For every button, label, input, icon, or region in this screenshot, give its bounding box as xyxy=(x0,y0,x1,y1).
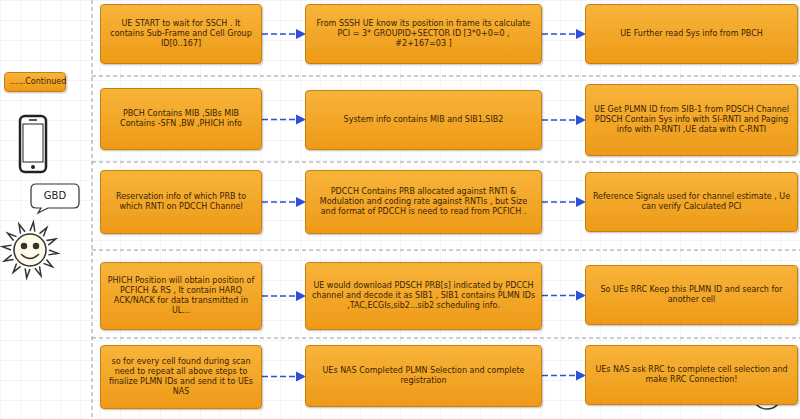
box-text: PHICH Position will obtain position of P… xyxy=(101,276,261,316)
flow-arrow xyxy=(542,201,585,203)
box-text: so for every cell found during scan need… xyxy=(101,357,261,397)
sun-ray xyxy=(19,224,25,233)
flow-arrow xyxy=(262,201,305,203)
box-text: UE START to wait for SSCH . It contains … xyxy=(101,19,261,49)
flow-arrow xyxy=(542,33,585,35)
process-box: PBCH Contains MIB ,SIBs MIB Contains -SF… xyxy=(100,88,262,150)
process-box: Reference Signals used for channel estim… xyxy=(585,172,798,232)
process-box: UEs NAS Completed PLMN Selection and com… xyxy=(305,345,542,407)
box-text: From SSSH UE know its position in frame … xyxy=(306,19,541,49)
process-box: UE Further read Sys info from PBCH xyxy=(585,4,798,64)
sun-ray xyxy=(2,245,11,250)
process-box: UE Get PLMN ID from SIB-1 from PDSCH Cha… xyxy=(585,84,798,156)
process-box: Reservation info of which PRB to which R… xyxy=(100,170,262,234)
sun-ray xyxy=(30,222,35,231)
process-box: UE START to wait for SSCH . It contains … xyxy=(100,4,262,64)
process-box: From SSSH UE know its position in frame … xyxy=(305,4,542,64)
process-box: System info contains MIB and SIB1,SIB2 xyxy=(305,90,542,150)
phone-icon xyxy=(20,116,46,172)
sun-ray xyxy=(40,228,47,237)
process-box: UEs NAS ask RRC to complete cell selecti… xyxy=(585,345,798,405)
box-text: PBCH Contains MIB ,SIBs MIB Contains -SF… xyxy=(101,109,261,129)
process-box: so for every cell found during scan need… xyxy=(100,345,262,409)
sun-ray xyxy=(8,233,17,240)
box-text: Reservation info of which PRB to which R… xyxy=(101,192,261,212)
process-box: UE would download PDSCH PRB[s] indicated… xyxy=(305,262,542,330)
box-text: So UEs RRC Keep this PLMN ID and search … xyxy=(586,285,797,305)
flow-arrow xyxy=(262,33,305,35)
flow-arrow xyxy=(542,375,585,377)
flow-arrow xyxy=(542,295,585,297)
box-text: UE Get PLMN ID from SIB-1 from PDSCH Cha… xyxy=(586,105,797,135)
sun-ray xyxy=(4,255,13,261)
box-text: ......Continued xyxy=(5,77,65,87)
process-box: PDCCH Contains PRB allocated against RNT… xyxy=(305,170,542,234)
flow-arrow xyxy=(262,119,305,121)
sun-ray xyxy=(13,263,20,272)
box-text: PDCCH Contains PRB allocated against RNT… xyxy=(306,187,541,217)
flow-arrow xyxy=(542,119,585,121)
sun-ray xyxy=(46,239,55,245)
box-text: UE would download PDSCH PRB[s] indicated… xyxy=(306,281,541,311)
box-text: UEs NAS Completed PLMN Selection and com… xyxy=(306,366,541,386)
speech-bubble: GBD xyxy=(30,183,80,213)
sun-ray xyxy=(25,268,30,277)
process-box: PHICH Position will obtain position of P… xyxy=(100,262,262,330)
sun-ray xyxy=(43,260,52,267)
box-text: Reference Signals used for channel estim… xyxy=(586,192,797,212)
process-box: So UEs RRC Keep this PLMN ID and search … xyxy=(585,265,798,325)
process-box: ......Continued xyxy=(4,72,66,92)
box-text: UE Further read Sys info from PBCH xyxy=(586,29,797,39)
box-text: System info contains MIB and SIB1,SIB2 xyxy=(306,115,541,125)
row-separator xyxy=(92,0,800,419)
box-text: UEs NAS ask RRC to complete cell selecti… xyxy=(586,365,797,385)
sun-face xyxy=(2,222,58,278)
flow-arrow xyxy=(262,295,305,297)
box-text: GBD xyxy=(30,190,80,207)
flow-arrow xyxy=(262,376,305,378)
sun-ray xyxy=(48,250,57,255)
sun-ray xyxy=(35,266,41,275)
